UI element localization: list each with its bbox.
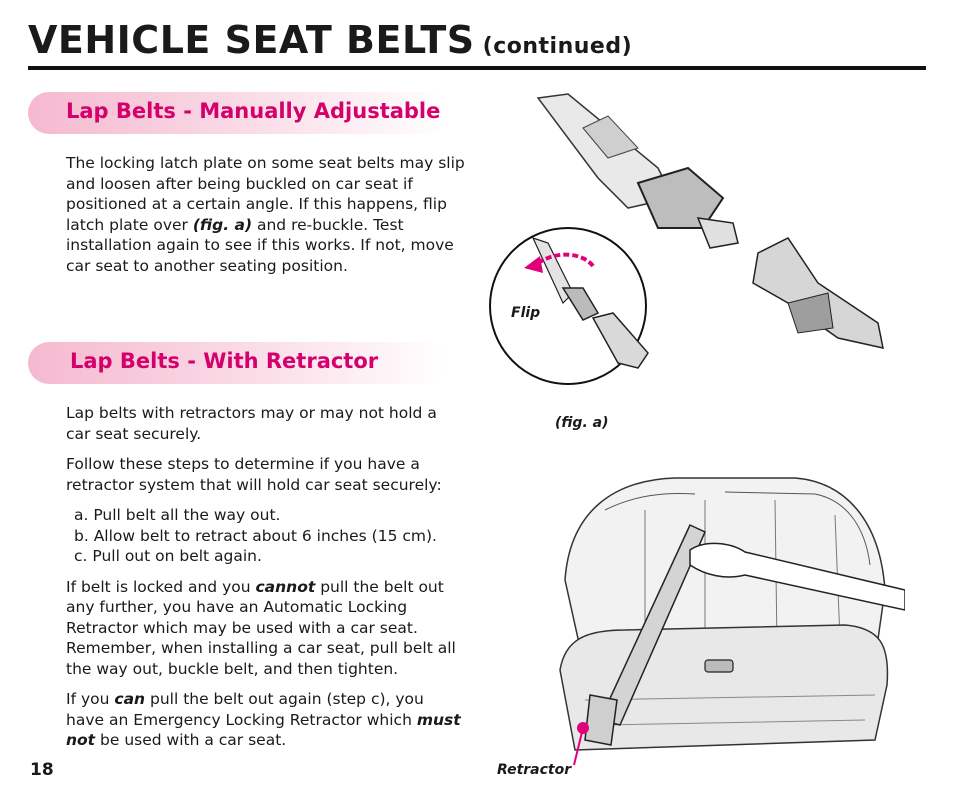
flip-label: Flip xyxy=(511,305,541,321)
fig-a-reference: (fig. a) xyxy=(192,215,253,234)
section-heading-manual: Lap Belts - Manually Adjustable xyxy=(28,92,448,134)
p4-text-c: be used with a car seat. xyxy=(95,731,287,749)
section-retractor-body: Lap belts with retractors may or may not… xyxy=(66,403,466,761)
retractor-paragraph-1: Lap belts with retractors may or may not… xyxy=(66,404,437,443)
section-manual-body: The locking latch plate on some seat bel… xyxy=(66,153,466,286)
page-number: 18 xyxy=(30,760,54,780)
manual-paragraph: The locking latch plate on some seat bel… xyxy=(66,153,466,276)
latch-plate-illustration xyxy=(489,93,884,385)
rear-seat-illustration xyxy=(559,477,905,751)
manual-text-a: The locking latch plate on some seat bel… xyxy=(66,154,465,234)
step-c: c. Pull out on belt again. xyxy=(74,547,262,565)
retractor-paragraph-3: If belt is locked and you cannot pull th… xyxy=(66,577,466,680)
p4-emphasis-can: can xyxy=(114,690,146,708)
title-subtitle: (continued) xyxy=(482,34,633,59)
p4-emphasis-must-not: must not xyxy=(66,710,461,750)
step-b: b. Allow belt to retract about 6 inches … xyxy=(74,526,437,545)
p4-text-b: pull the belt out again (step c), you ha… xyxy=(66,690,424,729)
p3-text-a: If belt is locked and you xyxy=(66,577,256,596)
p3-text-b: pull the belt out any further, you have … xyxy=(66,577,456,678)
step-a: a. Pull belt all the way out. xyxy=(74,506,281,524)
title-main: VEHICLE SEAT BELTS xyxy=(28,18,475,62)
page-title: VEHICLE SEAT BELTS (continued) xyxy=(28,18,632,62)
section-heading-manual-text: Lap Belts - Manually Adjustable xyxy=(66,99,441,123)
retractor-paragraph-4: If you can pull the belt out again (step… xyxy=(66,689,466,751)
p3-emphasis: cannot xyxy=(255,577,316,596)
retractor-paragraph-2: Follow these steps to determine if you h… xyxy=(66,455,442,494)
fig-a-caption: (fig. a) xyxy=(555,415,609,431)
p4-text-a: If you xyxy=(66,690,115,708)
retractor-label: Retractor xyxy=(497,762,572,778)
manual-text-b: and re-buckle. Test installation again t… xyxy=(66,215,454,275)
steps-list: a. Pull belt all the way out. b. Allow b… xyxy=(66,505,466,567)
retractor-leader-line xyxy=(573,727,584,766)
section-heading-retractor-text: Lap Belts - With Retractor xyxy=(70,349,379,373)
section-heading-retractor: Lap Belts - With Retractor xyxy=(28,342,448,384)
page-header: VEHICLE SEAT BELTS (continued) xyxy=(28,18,926,70)
